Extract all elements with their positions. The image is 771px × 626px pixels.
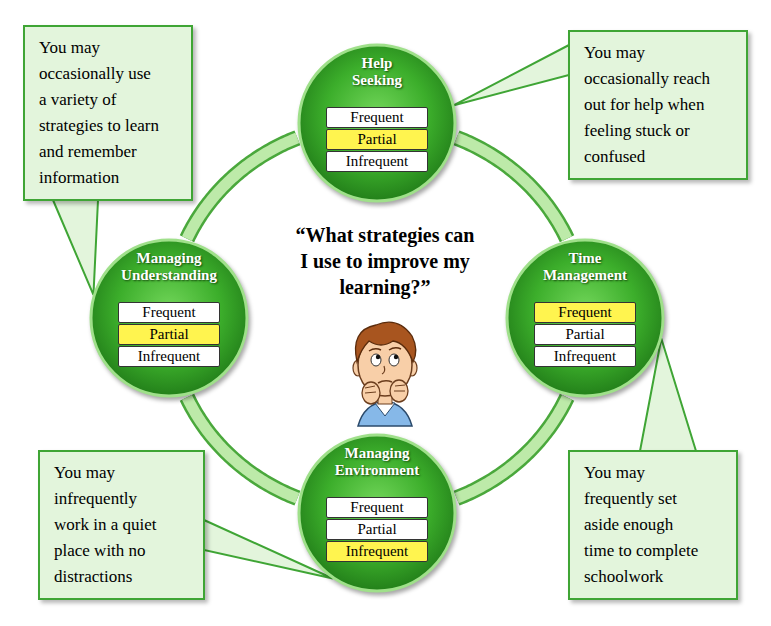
fingers xyxy=(365,385,405,393)
callout-text: You may occasionally reach out for help … xyxy=(584,40,724,170)
rating-box: Infrequent xyxy=(118,346,220,367)
rating-text: Frequent xyxy=(535,303,635,322)
rating-text: Infrequent xyxy=(535,347,635,366)
callout-box: You may occasionally reach out for help … xyxy=(568,30,748,180)
rating-box: Frequent xyxy=(326,107,428,128)
callout-text: You may occasionally use a variety of st… xyxy=(39,35,161,191)
eyebrow xyxy=(389,348,401,350)
rating-text: Partial xyxy=(119,325,219,344)
strategy-title: Time Management xyxy=(530,250,640,284)
nose xyxy=(382,366,385,374)
rating-text: Frequent xyxy=(119,303,219,322)
ring-segment xyxy=(457,138,567,239)
callout-text: You may infrequently work in a quiet pla… xyxy=(54,460,170,590)
circle-shape xyxy=(299,45,455,201)
ring-segment xyxy=(457,397,567,498)
pupil xyxy=(394,355,398,359)
rating-text: Partial xyxy=(327,520,427,539)
rating-box: Frequent xyxy=(534,302,636,323)
circle-shape xyxy=(91,240,247,396)
collar xyxy=(375,403,395,416)
mouth xyxy=(378,381,392,383)
rating-box: Frequent xyxy=(118,302,220,323)
hair xyxy=(356,322,416,362)
center-question: “What strategies can I use to improve my… xyxy=(292,222,478,300)
strategy-circle: Time ManagementFrequentPartialInfrequent xyxy=(505,238,665,398)
rating-box: Partial xyxy=(118,324,220,345)
hand xyxy=(362,382,380,404)
callout-box: You may infrequently work in a quiet pla… xyxy=(38,450,205,600)
rating-text: Frequent xyxy=(327,108,427,127)
rating-text: Partial xyxy=(535,325,635,344)
circle-shape xyxy=(507,240,663,396)
rating-text: Partial xyxy=(327,130,427,149)
eye xyxy=(389,354,399,366)
strategy-circle: Help SeekingFrequentPartialInfrequent xyxy=(297,43,457,203)
pointer-tail xyxy=(53,200,98,295)
ring-edge xyxy=(457,138,567,239)
strategy-title: Managing Understanding xyxy=(107,250,231,284)
circle-shape xyxy=(299,435,455,591)
ring-segment xyxy=(187,138,297,239)
rating-text: Infrequent xyxy=(327,152,427,171)
rating-box: Partial xyxy=(534,324,636,345)
strategy-title: Managing Environment xyxy=(317,445,437,479)
rating-text: Frequent xyxy=(327,498,427,517)
rating-text: Infrequent xyxy=(327,542,427,561)
strategy-title: Help Seeking xyxy=(341,55,413,89)
rating-text: Infrequent xyxy=(119,347,219,366)
rating-box: Infrequent xyxy=(326,541,428,562)
ring-band xyxy=(457,138,567,239)
ring-band xyxy=(187,138,297,239)
callout-box: You may frequently set aside enough time… xyxy=(568,450,738,600)
ring-band xyxy=(457,397,567,498)
rating-box: Infrequent xyxy=(534,346,636,367)
callout-box: You may occasionally use a variety of st… xyxy=(23,25,193,201)
rating-box: Frequent xyxy=(326,497,428,518)
rating-box: Infrequent xyxy=(326,151,428,172)
ring-edge xyxy=(187,138,297,239)
rating-box: Partial xyxy=(326,519,428,540)
eyebrow xyxy=(369,349,381,351)
callout-pointer xyxy=(454,45,569,105)
strategy-circle: Managing UnderstandingFrequentPartialInf… xyxy=(89,238,249,398)
pupil xyxy=(376,355,380,359)
strategy-circle: Managing EnvironmentFrequentPartialInfre… xyxy=(297,433,457,593)
ring-edge xyxy=(457,397,567,498)
eye xyxy=(371,354,381,366)
shirt xyxy=(358,401,412,426)
callout-text: You may frequently set aside enough time… xyxy=(584,460,701,590)
thinking-person xyxy=(353,322,417,426)
callout-pointer xyxy=(53,200,98,295)
pointer-tail xyxy=(454,45,569,105)
rating-box: Partial xyxy=(326,129,428,150)
